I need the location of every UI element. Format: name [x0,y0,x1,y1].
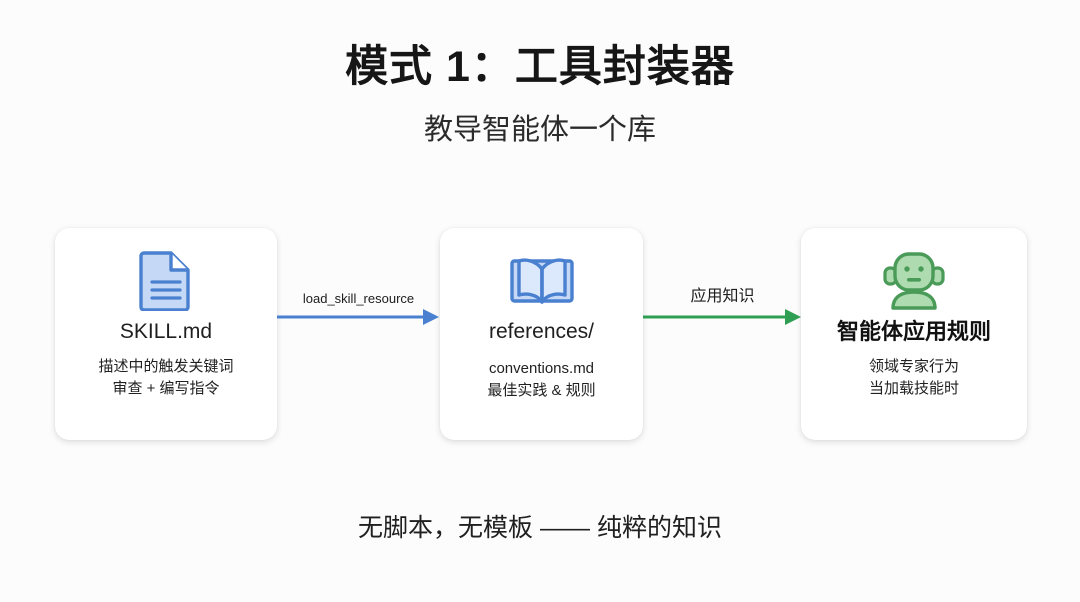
card-subtext: 描述中的触发关键词 审查 + 编写指令 [98,356,233,400]
card-agent-rules[interactable]: 智能体应用规则 领域专家行为 当加载技能时 [801,228,1027,440]
arrow-apply-knowledge: 应用知识 [643,288,802,332]
card-subtext-line-1: 描述中的触发关键词 [98,358,234,376]
arrow-label: load_skill_resource [302,291,415,306]
robot-icon [883,249,945,311]
page-subtitle: 教导智能体一个库 [423,114,656,146]
card-subtext-line-2: 当加载技能时 [868,380,959,398]
card-subtext-line-2: 审查 + 编写指令 [112,379,220,397]
page-title: 模式 1：工具封装器 [345,43,735,91]
card-references[interactable]: references/ conventions.md 最佳实践 & 规则 [440,228,643,440]
card-heading: 智能体应用规则 [836,319,991,344]
card-heading: SKILL.md [119,320,213,343]
card-subtext-line-1: conventions.md [488,360,595,378]
arrow-label: 应用知识 [690,288,755,305]
card-heading: references/ [488,320,595,343]
card-skill-md[interactable]: SKILL.md 描述中的触发关键词 审查 + 编写指令 [55,228,277,440]
card-subtext: conventions.md 最佳实践 & 规则 [487,358,595,402]
card-subtext: 领域专家行为 当加载技能时 [869,356,959,400]
card-subtext-line-1: 领域专家行为 [868,358,959,376]
card-subtext-line-2: 最佳实践 & 规则 [487,381,596,399]
open-book-icon [509,249,575,311]
arrow-load-skill-resource: load_skill_resource [277,291,440,332]
footer-note: 无脚本，无模板 —— 纯粹的知识 [358,514,722,542]
document-icon [139,249,193,311]
